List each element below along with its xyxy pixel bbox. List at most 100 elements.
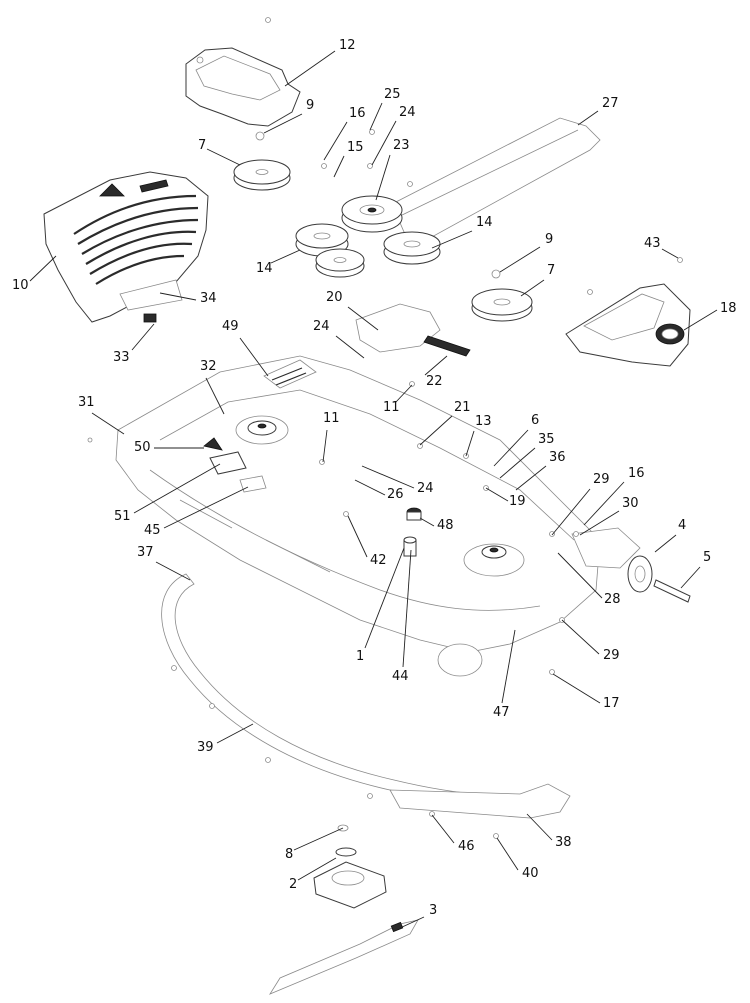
callout-number-c28: 28 (604, 592, 621, 607)
callout-number-c6: 6 (531, 413, 539, 428)
leader-line-c30 (579, 510, 620, 536)
leader-line-c40 (496, 837, 519, 871)
leader-line-c11a (322, 429, 328, 463)
leader-line-c43 (661, 248, 679, 259)
leader-line-c24a (371, 120, 397, 166)
callout-number-c38: 38 (555, 835, 572, 850)
leader-line-c17 (552, 673, 601, 704)
callout-number-c14a: 14 (476, 215, 493, 230)
part-48-fitting (406, 507, 422, 521)
leader-line-c13 (465, 430, 475, 457)
callout-number-c26: 26 (387, 487, 404, 502)
callout-number-c11b: 11 (383, 400, 400, 415)
leader-line-c2 (297, 857, 337, 881)
leader-line-c48 (419, 517, 435, 527)
callout-number-c23: 23 (393, 138, 410, 153)
callout-number-c3: 3 (429, 903, 437, 918)
callout-number-c10: 10 (12, 278, 29, 293)
callout-number-c24c: 24 (417, 481, 434, 496)
part-39-discharge-baffle (161, 573, 571, 819)
leader-line-c18 (683, 309, 718, 331)
callout-number-c36: 36 (549, 450, 566, 465)
spindle-housing-center (463, 543, 525, 577)
callout-number-c13: 13 (475, 414, 492, 429)
leader-line-c19 (485, 487, 509, 502)
callout-number-c37: 37 (137, 545, 154, 560)
part-49-decal (263, 359, 317, 389)
leader-line-c11b (394, 384, 413, 404)
leader-line-c9b (499, 246, 541, 273)
callout-number-c8: 8 (285, 847, 293, 862)
callout-number-c5: 5 (703, 550, 711, 565)
small-hardware-upper (255, 129, 683, 295)
callout-number-c11a: 11 (323, 411, 340, 426)
leader-line-c49 (239, 337, 269, 377)
leader-line-c22 (424, 355, 448, 376)
leader-line-c34 (159, 292, 197, 301)
pulley-14-b (383, 231, 441, 265)
leader-line-c14a (431, 230, 473, 249)
leader-line-c44 (402, 549, 412, 668)
callout-number-c47: 47 (493, 705, 510, 720)
callout-number-c19: 19 (509, 494, 526, 509)
leader-line-c8 (293, 827, 344, 851)
leader-line-c25 (369, 102, 383, 131)
callout-number-c34: 34 (200, 291, 217, 306)
callout-number-c39: 39 (197, 740, 214, 755)
leader-line-c1 (364, 547, 405, 649)
callout-number-c24b: 24 (313, 319, 330, 334)
leader-line-c28 (557, 552, 603, 599)
pulley-23 (341, 195, 403, 233)
leader-line-c36 (515, 465, 547, 491)
callout-labels: 1234567789910111112131414151616171819202… (12, 38, 737, 918)
part-44-bolt (403, 536, 417, 557)
callout-number-c20: 20 (326, 290, 343, 305)
leader-line-c9a (263, 113, 303, 134)
leader-line-c46 (431, 814, 455, 844)
leader-line-c10 (29, 255, 57, 282)
part-5-axle-bolt (653, 579, 691, 603)
leader-line-c7a (206, 148, 241, 166)
part-27-rear-shield (391, 117, 601, 239)
callout-number-c33: 33 (113, 350, 130, 365)
callout-number-c22: 22 (426, 374, 443, 389)
leader-line-c29a (551, 488, 591, 536)
part-10-belt-shield (43, 171, 209, 323)
callout-number-c29b: 29 (603, 648, 620, 663)
wheel-bracket-right (571, 527, 641, 569)
callout-number-c1: 1 (356, 649, 364, 664)
leader-line-c24b (335, 335, 365, 359)
leader-line-c24c (361, 465, 415, 489)
callout-number-c49: 49 (222, 319, 239, 334)
pulley-7-left (233, 159, 291, 191)
part-18-right-cover (565, 283, 691, 367)
callout-number-c14b: 14 (256, 261, 273, 276)
pulley-14-c (315, 248, 365, 278)
leader-line-c51 (133, 463, 221, 514)
leader-line-c7b (520, 279, 545, 297)
leader-lines (29, 50, 718, 929)
spindle-housing-left (235, 415, 289, 445)
leader-line-c23 (375, 154, 391, 201)
callout-number-c45: 45 (144, 523, 161, 538)
part-47-mower-deck (115, 355, 601, 677)
callout-number-c16b: 16 (628, 466, 645, 481)
leader-line-c37 (155, 561, 191, 581)
callout-number-c17: 17 (603, 696, 620, 711)
callout-number-c51: 51 (114, 509, 131, 524)
callout-number-c7a: 7 (198, 138, 206, 153)
callout-number-c12: 12 (339, 38, 356, 53)
callout-number-c30: 30 (622, 496, 639, 511)
callout-number-c4: 4 (678, 518, 686, 533)
part-4-gauge-wheel (627, 555, 653, 593)
leader-line-c16b (583, 481, 625, 526)
leader-line-c15 (333, 155, 345, 178)
callout-number-c29a: 29 (593, 472, 610, 487)
leader-line-c3 (399, 916, 425, 929)
callout-number-c42: 42 (370, 553, 387, 568)
callout-number-c43: 43 (644, 236, 661, 251)
callout-number-c40: 40 (522, 866, 539, 881)
leader-line-c5 (680, 566, 701, 589)
callout-number-c44: 44 (392, 669, 409, 684)
